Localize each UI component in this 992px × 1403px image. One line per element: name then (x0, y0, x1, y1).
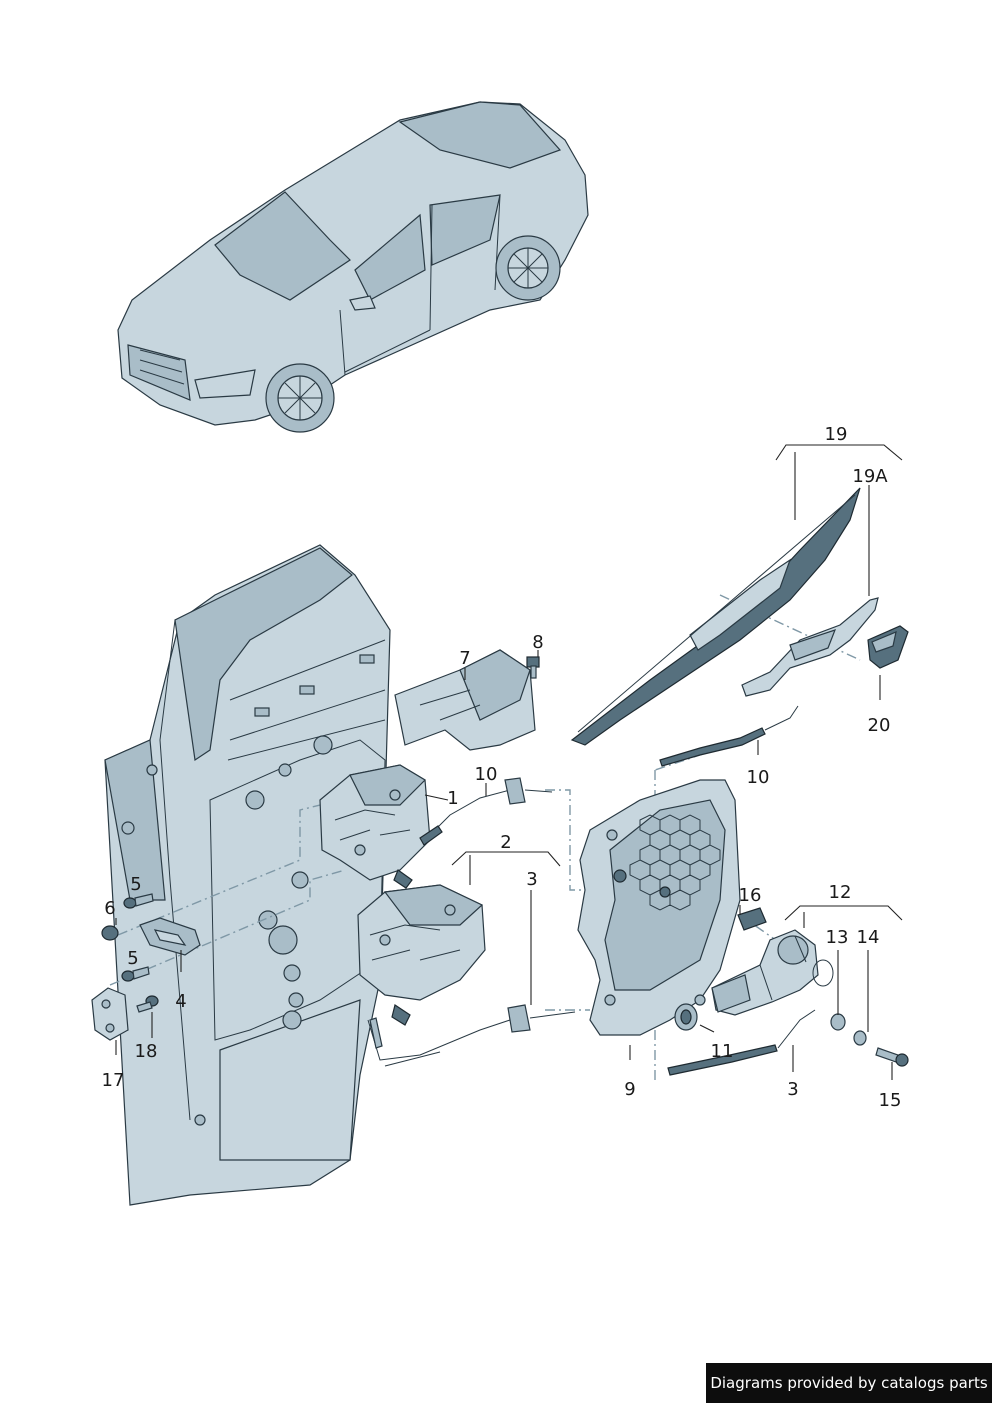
callout-11: 11 (711, 1041, 734, 1062)
door-module-carrier (577, 779, 741, 1036)
screw-5-upper (123, 893, 154, 909)
bolt-18 (136, 995, 159, 1013)
lock-cover (394, 649, 536, 751)
pad-16 (737, 907, 767, 931)
callout-6: 6 (104, 898, 115, 919)
callout-9: 9 (624, 1079, 635, 1100)
callout-2: 2 (500, 832, 511, 853)
callout-16: 16 (739, 885, 762, 906)
callout-19: 19 (825, 424, 848, 445)
door-trim-19 (570, 487, 861, 746)
callout-8: 8 (532, 632, 543, 653)
leader-lines (115, 444, 903, 1080)
door-lock-upper (319, 764, 431, 889)
screw-8 (526, 656, 540, 679)
door-holes (121, 654, 375, 1126)
cable-3-right (667, 1009, 816, 1076)
callout-20: 20 (868, 715, 891, 736)
nut-14 (853, 1030, 867, 1046)
grommet-11 (674, 1003, 698, 1031)
callout-12: 12 (829, 882, 852, 903)
bolt-15 (875, 1047, 909, 1067)
door-shell (104, 544, 391, 1206)
screw-5-lower (121, 966, 150, 982)
callout-10-upper: 10 (475, 764, 498, 785)
callout-10-right: 10 (747, 767, 770, 788)
door-lock-lower (357, 884, 486, 1026)
callout-1: 1 (447, 788, 458, 809)
callout-labels: 19 19A 20 8 7 10 10 1 2 3 16 12 13 14 15… (102, 424, 902, 1111)
car-illustration (117, 101, 589, 433)
credit-banner[interactable]: Diagrams provided by catalogs parts (706, 1363, 992, 1403)
callout-3-right: 3 (787, 1079, 798, 1100)
callout-18: 18 (135, 1041, 158, 1062)
callout-5-lower: 5 (127, 948, 138, 969)
spacer-13 (830, 1013, 846, 1031)
release-cable-upper (419, 777, 553, 846)
callout-4: 4 (175, 991, 186, 1012)
inner-handle-19a (741, 597, 879, 697)
window-motor-12 (711, 929, 834, 1016)
callout-15: 15 (879, 1090, 902, 1111)
striker-plate-17 (91, 987, 129, 1041)
callout-3-left: 3 (526, 869, 537, 890)
callout-14: 14 (857, 927, 880, 948)
callout-5-upper: 5 (130, 874, 141, 895)
release-cable-right (659, 705, 799, 767)
callout-17: 17 (102, 1070, 125, 1091)
grab-handle-4 (139, 917, 201, 956)
callout-13: 13 (826, 927, 849, 948)
callout-7: 7 (459, 648, 470, 669)
release-cable-lower (367, 1004, 576, 1067)
callout-19a: 19A (852, 466, 888, 487)
switch-20 (867, 625, 909, 669)
cap-6 (101, 925, 119, 941)
